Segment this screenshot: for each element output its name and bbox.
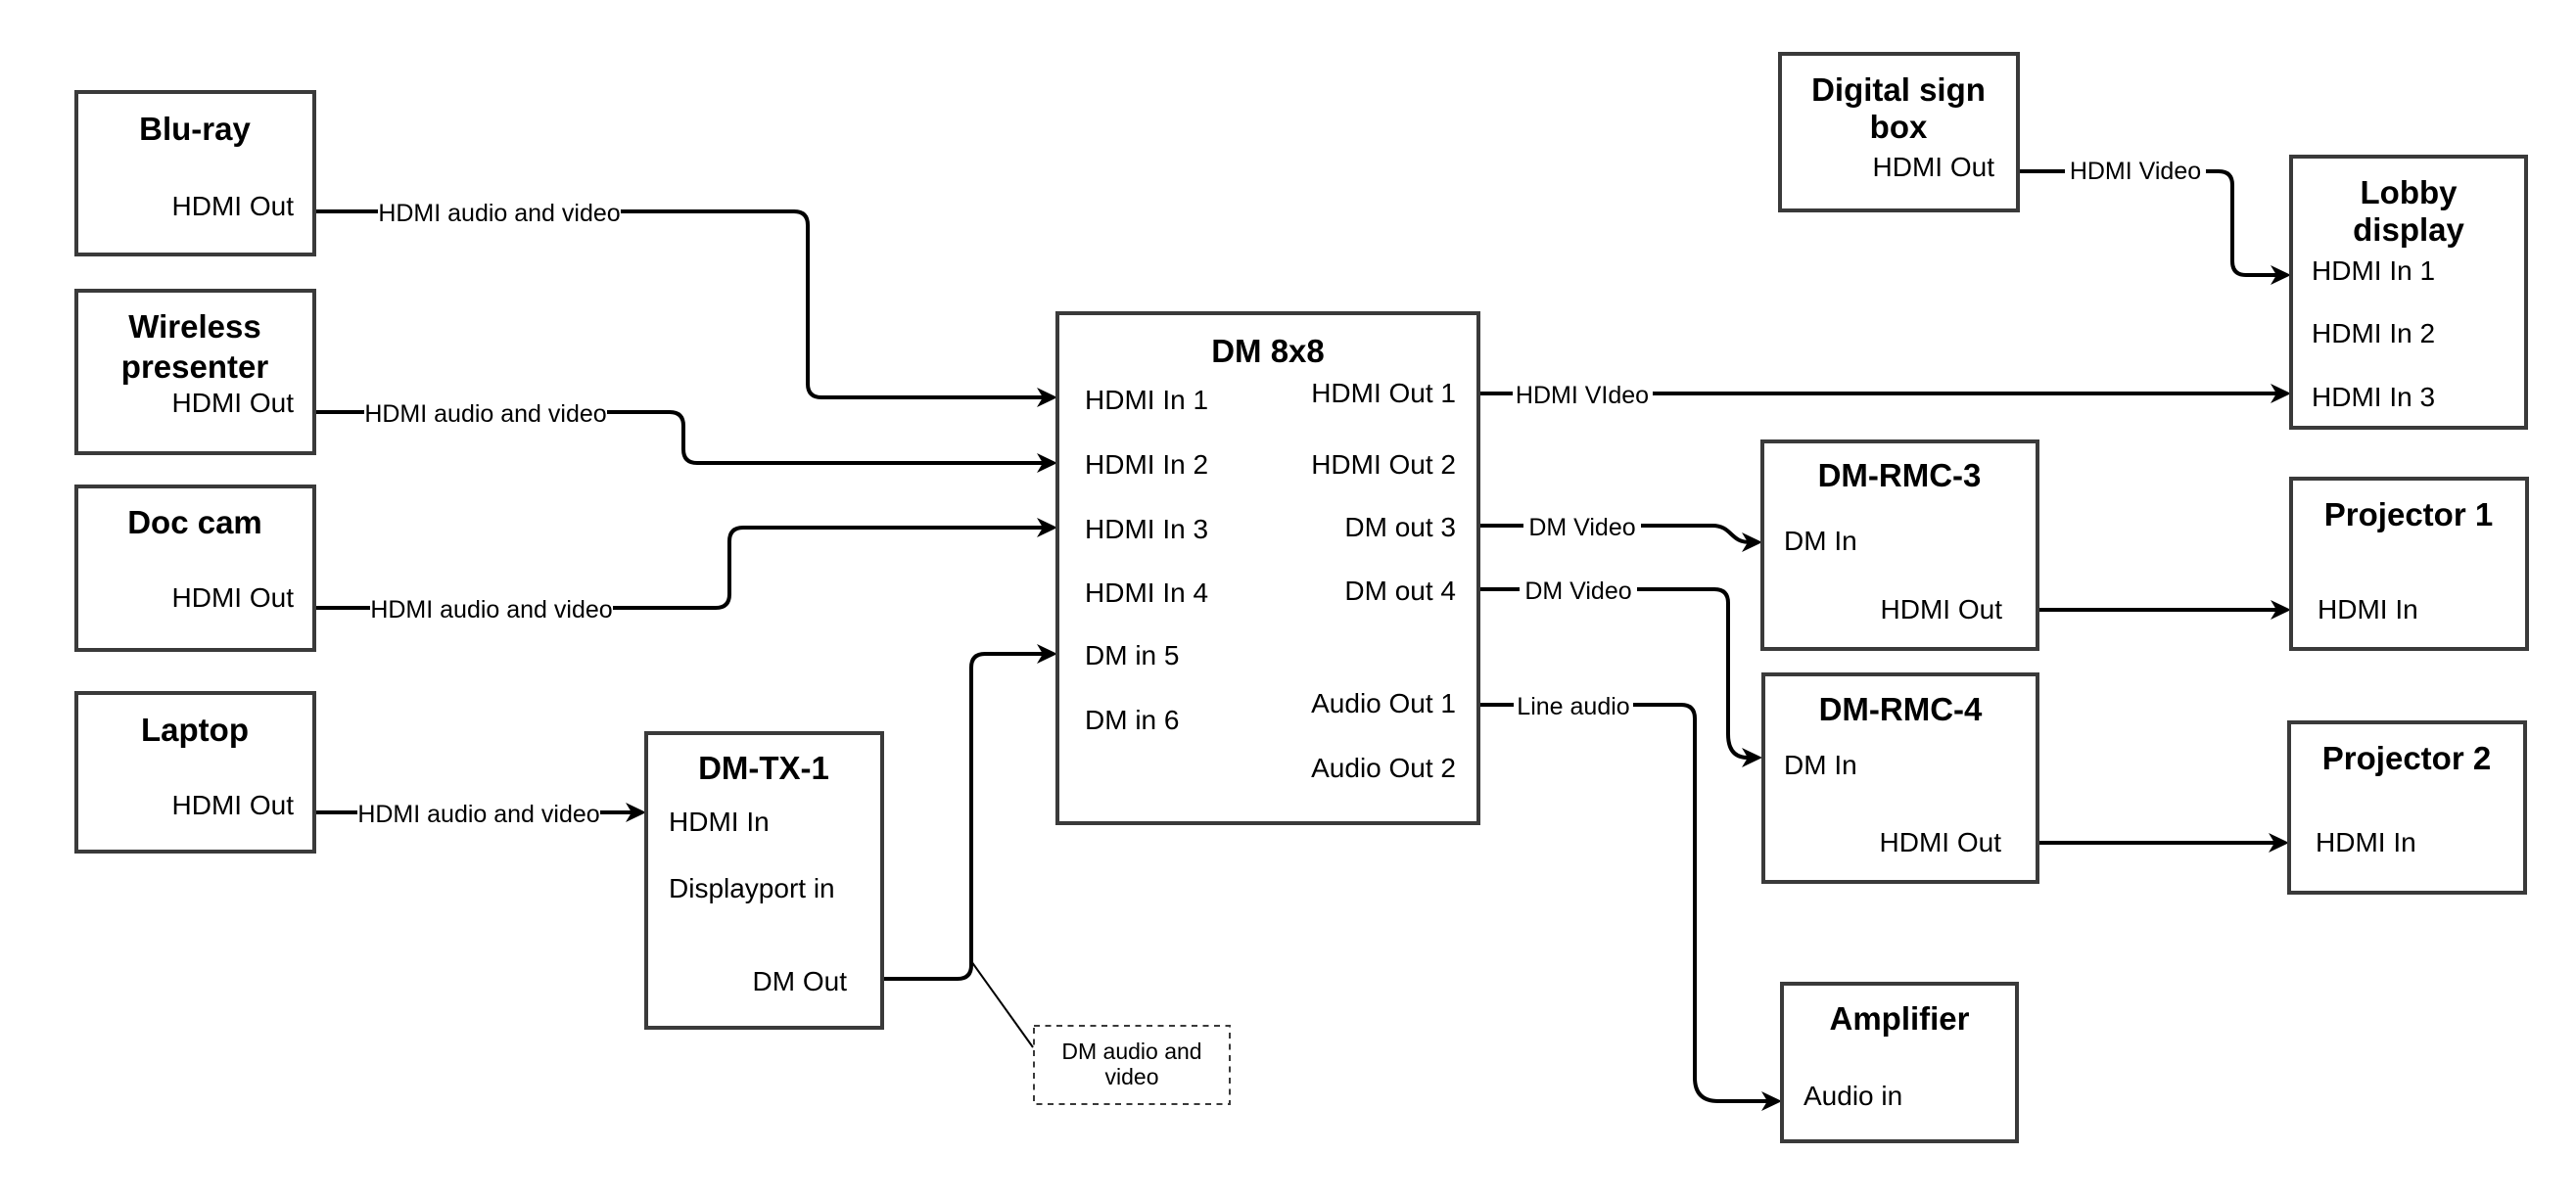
svg-text:box: box: [1870, 109, 1928, 145]
svg-text:HDMI In: HDMI In: [2316, 827, 2416, 857]
svg-text:Blu-ray: Blu-ray: [139, 111, 251, 147]
svg-text:Line audio: Line audio: [1517, 693, 1629, 720]
svg-text:HDMI audio and video: HDMI audio and video: [364, 400, 606, 428]
svg-text:DM Out: DM Out: [753, 966, 848, 996]
svg-text:Audio Out 2: Audio Out 2: [1311, 753, 1456, 783]
svg-text:HDMI Out 2: HDMI Out 2: [1311, 449, 1456, 480]
svg-text:Doc cam: Doc cam: [127, 504, 262, 540]
svg-text:Digital sign: Digital sign: [1811, 71, 1986, 108]
svg-text:HDMI Out: HDMI Out: [1873, 152, 1995, 182]
svg-text:Wireless: Wireless: [128, 308, 260, 345]
svg-text:HDMI In 2: HDMI In 2: [1085, 449, 1208, 480]
svg-text:DM Video: DM Video: [1524, 577, 1631, 605]
svg-text:Projector 2: Projector 2: [2322, 740, 2491, 776]
svg-text:Laptop: Laptop: [141, 712, 249, 748]
svg-text:DM audio and: DM audio and: [1061, 1039, 1201, 1064]
svg-text:HDMI Out: HDMI Out: [172, 582, 295, 613]
svg-text:DM-TX-1: DM-TX-1: [698, 750, 829, 786]
svg-text:DM out 3: DM out 3: [1344, 512, 1456, 542]
svg-text:DM in 6: DM in 6: [1085, 705, 1179, 735]
svg-text:HDMI Out: HDMI Out: [172, 191, 295, 221]
svg-text:Displayport in: Displayport in: [669, 873, 835, 903]
svg-text:Audio Out 1: Audio Out 1: [1311, 688, 1456, 718]
svg-text:DM-RMC-4: DM-RMC-4: [1819, 691, 1983, 727]
svg-text:DM Video: DM Video: [1528, 514, 1635, 541]
svg-text:HDMI VIdeo: HDMI VIdeo: [1516, 382, 1649, 409]
svg-text:HDMI Out: HDMI Out: [1881, 594, 2003, 624]
svg-text:DM 8x8: DM 8x8: [1211, 333, 1325, 369]
svg-text:HDMI Out: HDMI Out: [172, 790, 295, 820]
svg-text:HDMI In: HDMI In: [2318, 594, 2418, 624]
svg-text:Lobby: Lobby: [2361, 174, 2459, 210]
svg-text:display: display: [2353, 211, 2464, 248]
svg-text:HDMI Video: HDMI Video: [2070, 158, 2201, 185]
svg-text:DM in 5: DM in 5: [1085, 640, 1179, 670]
svg-text:HDMI In 2: HDMI In 2: [2312, 318, 2435, 348]
svg-text:HDMI In 3: HDMI In 3: [1085, 514, 1208, 544]
svg-text:HDMI audio and video: HDMI audio and video: [378, 200, 620, 227]
svg-text:Audio in: Audio in: [1803, 1081, 1902, 1111]
svg-text:HDMI In 4: HDMI In 4: [1085, 577, 1208, 608]
svg-text:HDMI In 1: HDMI In 1: [2312, 255, 2435, 286]
svg-text:HDMI Out: HDMI Out: [172, 388, 295, 418]
svg-text:HDMI Out 1: HDMI Out 1: [1311, 378, 1456, 408]
svg-text:presenter: presenter: [121, 348, 269, 385]
svg-text:HDMI Out: HDMI Out: [1880, 827, 2002, 857]
svg-text:Projector 1: Projector 1: [2324, 496, 2493, 532]
svg-text:DM out 4: DM out 4: [1344, 576, 1456, 606]
svg-text:HDMI audio and video: HDMI audio and video: [357, 801, 599, 828]
svg-text:DM In: DM In: [1784, 526, 1857, 556]
svg-text:DM-RMC-3: DM-RMC-3: [1818, 457, 1982, 493]
svg-text:DM In: DM In: [1784, 750, 1857, 780]
svg-text:video: video: [1105, 1064, 1159, 1089]
svg-text:HDMI audio and video: HDMI audio and video: [370, 596, 612, 624]
svg-text:HDMI In 1: HDMI In 1: [1085, 385, 1208, 415]
svg-text:HDMI In 3: HDMI In 3: [2312, 382, 2435, 412]
svg-text:Amplifier: Amplifier: [1829, 1000, 1969, 1037]
svg-text:HDMI In: HDMI In: [669, 807, 770, 837]
